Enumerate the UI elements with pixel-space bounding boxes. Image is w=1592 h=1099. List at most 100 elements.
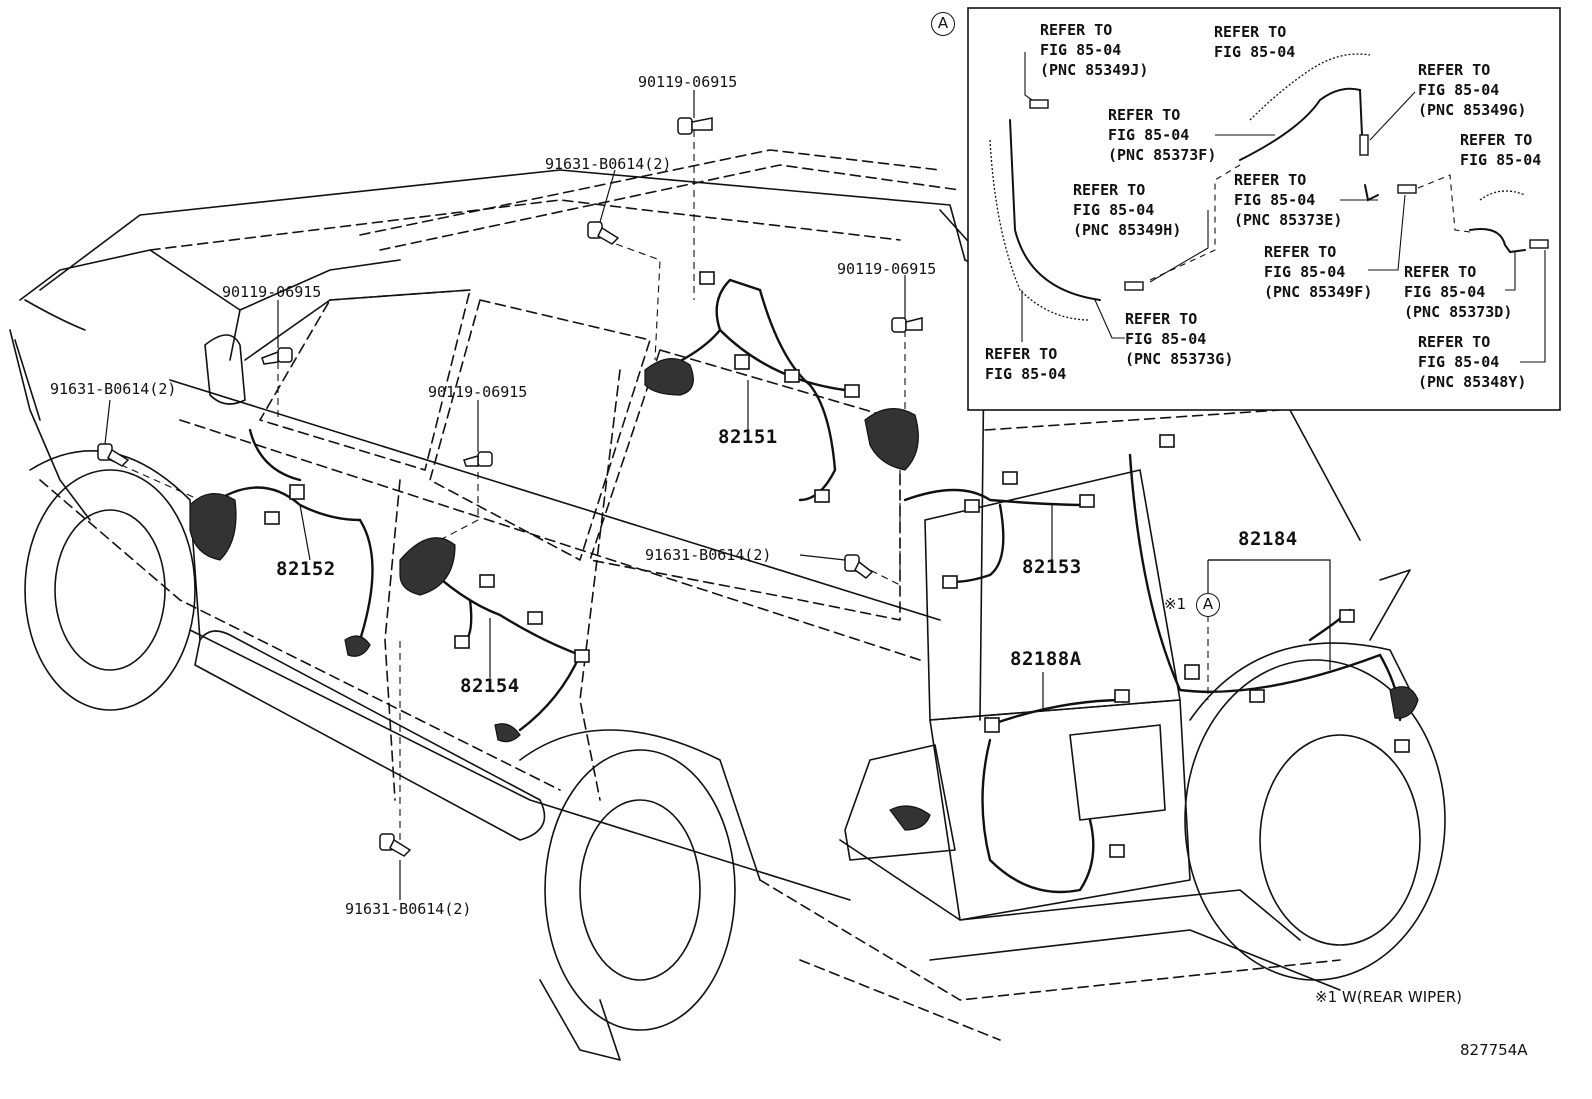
rear-lower-line-2 <box>799 959 1001 1041</box>
grille <box>14 339 41 421</box>
rear-tire <box>544 749 736 1031</box>
roof-outline <box>39 169 966 291</box>
fastener-label-right: 90119-06915 <box>837 260 937 278</box>
connector <box>1184 664 1200 680</box>
connector <box>479 574 495 588</box>
hood <box>19 249 241 361</box>
rear-bumper-lower <box>929 929 1341 991</box>
callout-marker: A <box>1196 593 1220 617</box>
quarter-window <box>589 349 901 621</box>
part-82152-label: 82152 <box>276 558 336 580</box>
footnote: ※1 W(REAR WIPER) <box>1315 988 1462 1006</box>
license-plate <box>1069 724 1166 821</box>
front-door-window <box>259 289 471 471</box>
harness-82154 <box>418 558 582 732</box>
rear-door-window <box>429 299 651 561</box>
rear-roof-inner <box>984 409 1281 431</box>
front-tire <box>24 469 196 711</box>
front-arch <box>29 450 201 641</box>
fastener-label-left: 90119-06915 <box>222 283 322 301</box>
connector <box>1249 689 1265 703</box>
rear-lower-line <box>759 879 1341 1001</box>
fastener-label-top-clip: 91631-B0614(2) <box>545 155 672 173</box>
spare-tire <box>1184 659 1446 981</box>
connector <box>844 384 860 398</box>
fastener-label-right-clip: 91631-B0614(2) <box>645 546 772 564</box>
spare-cover <box>1189 642 1416 721</box>
clip-icon <box>97 443 130 467</box>
bolt-icon <box>677 117 713 135</box>
leader-clip-top <box>599 169 616 223</box>
leader-82152-clip <box>109 459 201 501</box>
connector <box>1002 471 1018 485</box>
part-82184-label: 82184 <box>1238 528 1298 550</box>
connector <box>1079 494 1095 508</box>
harness-82152 <box>208 486 374 642</box>
inset-leader-g349 <box>1369 91 1416 141</box>
bolt-icon <box>463 451 493 467</box>
rear-door-edge <box>579 369 621 801</box>
rear-arch <box>519 729 761 881</box>
a-pillar <box>239 259 401 311</box>
front-rim <box>54 509 166 671</box>
connector <box>527 611 543 625</box>
bolt-icon <box>261 347 293 365</box>
leader-82153-clip <box>859 470 901 586</box>
part-82188A-label: 82188A <box>1010 648 1082 670</box>
inset-joint <box>1397 184 1417 194</box>
part-82154-label: 82154 <box>460 675 520 697</box>
inset-coil-top <box>1249 53 1371 121</box>
leader-82184 <box>1207 559 1331 670</box>
harness-82151-b <box>718 328 847 392</box>
tailgate <box>929 699 1191 921</box>
tail-light <box>844 744 956 861</box>
harness-82188A <box>988 698 1127 727</box>
connector <box>814 489 830 503</box>
bolt-icon <box>891 317 923 333</box>
roof-inner <box>149 199 901 251</box>
connector <box>1109 844 1125 858</box>
inset-leader-j <box>1024 52 1033 101</box>
inset-leader-y <box>1520 250 1546 363</box>
connector <box>1114 689 1130 703</box>
connector <box>289 484 305 500</box>
harness-bundle <box>344 635 371 657</box>
inset-hose-85373g <box>1009 119 1101 301</box>
inset-leader-h <box>1149 210 1209 283</box>
inset-joint <box>1529 239 1549 249</box>
leader-82151-clip <box>604 239 661 361</box>
fastener-label-bottom: 91631-B0614(2) <box>345 900 472 918</box>
harness-bundle <box>644 358 694 396</box>
rocker <box>189 629 851 901</box>
inset-coil-left <box>989 139 1091 321</box>
inset-dash <box>1149 164 1241 281</box>
leader-clip-left <box>104 399 111 445</box>
spare-rim <box>1259 734 1421 946</box>
inset-joint <box>1124 281 1144 291</box>
fastener-label-mid: 90119-06915 <box>428 383 528 401</box>
inset-leader-d <box>1505 252 1516 291</box>
connector <box>984 717 1000 733</box>
inset-hose-85373f <box>1239 87 1363 161</box>
clip-icon <box>587 221 620 245</box>
harness-bundle <box>889 805 931 831</box>
roof-rail-2 <box>379 164 961 251</box>
inset-frame <box>967 7 1561 411</box>
harness-82151 <box>648 278 837 502</box>
connector <box>784 369 800 383</box>
running-board <box>194 630 546 841</box>
inset-joint <box>1359 134 1369 156</box>
connector <box>964 499 980 513</box>
